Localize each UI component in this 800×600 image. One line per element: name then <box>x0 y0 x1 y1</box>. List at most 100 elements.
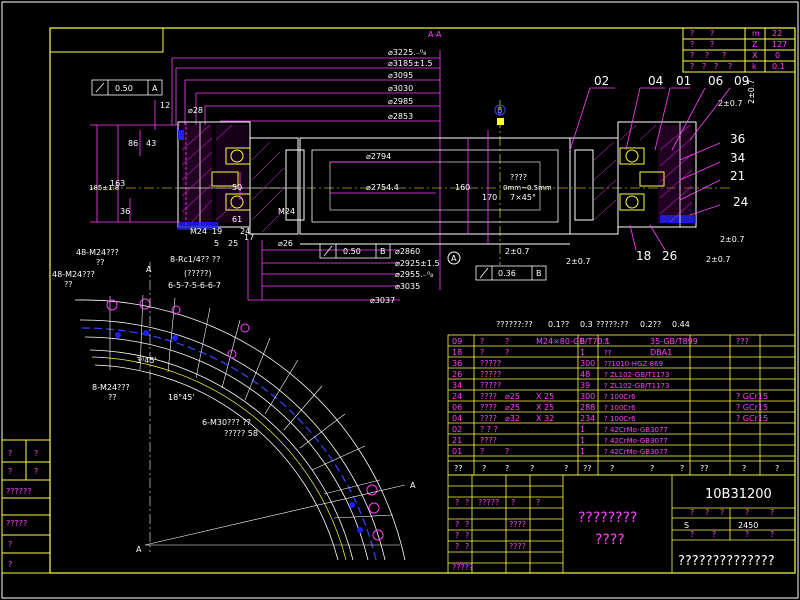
bom-h4: ? <box>564 464 568 473</box>
dim-12: 12 <box>160 101 170 110</box>
tl-0: ? <box>455 498 459 507</box>
bom-cell: ? GCr15 <box>736 414 768 423</box>
tech-p2a: ?????:?? <box>596 320 628 329</box>
callout-06: 06 <box>708 74 723 88</box>
bom-cell: 01 <box>452 447 462 456</box>
bom-h0: ?? <box>454 464 463 473</box>
right-dim-text: 2±0.7 2±0.7 2±0.7 2±0.7 2±0.7 <box>566 79 756 266</box>
gear-r2-a: ? <box>690 51 694 60</box>
callout-09: 09 <box>734 74 749 88</box>
bom-cell: DBA1 <box>650 348 672 357</box>
section-view: A-A ⌀3225.₋⁰₈ ⌀3185±1.5 ⌀3095 ⌀3030 ⌀298… <box>89 30 756 305</box>
plan-n30b: ????? 58 <box>224 429 258 438</box>
tol-top-value: 0.50 <box>115 84 133 93</box>
bom-cell: ? <box>505 348 509 357</box>
tr-a4: ? <box>770 508 774 517</box>
dim-50: 50 <box>232 183 242 192</box>
bom-cell: ???? <box>480 414 497 423</box>
bom-cell: 36 <box>452 359 462 368</box>
gear-r0-c: m <box>752 29 760 38</box>
plan-view: 48-M24??? ?? 48-M24??? ?? 8-Rc1/4?? ?? (… <box>52 248 416 561</box>
dim-163: 163 <box>110 179 125 188</box>
plan-m24b: ?? <box>108 393 117 402</box>
tl-13: ????? <box>452 563 473 572</box>
title-right: 10B31200 S 2450 ?????????????? <box>678 487 775 569</box>
bom-h3: ? <box>530 464 534 473</box>
rdim-d: 2±0.7 <box>706 255 731 264</box>
rdim-b: 2±0.7 <box>747 79 756 104</box>
bom-cell: ? <box>505 447 509 456</box>
bom-cell: ? ZL102-GB/T1173 <box>604 371 669 379</box>
hatch-left <box>181 124 285 233</box>
gear-r2-b: ? <box>705 51 709 60</box>
left-dim-lines <box>90 100 241 223</box>
gear-r3-a: ? <box>690 62 694 71</box>
bom-cell: 234 <box>580 414 595 423</box>
bom-h7: ? <box>650 464 654 473</box>
plan-pa: A <box>146 265 152 274</box>
left-side-strip <box>1 439 51 574</box>
bom-cell: 34 <box>452 381 462 390</box>
tr-a1: ? <box>705 508 709 517</box>
plan-n30: 6-M30??? ?? <box>202 418 251 427</box>
bom-cell: ??? <box>736 337 749 346</box>
bom-h9: ?? <box>700 464 709 473</box>
bom-h11: ? <box>775 464 779 473</box>
side-cell-2: ?????? <box>6 487 31 496</box>
bom-cell: ? 100Cr6 <box>604 415 636 423</box>
tl-2: ????? <box>478 498 499 507</box>
plan-m24: 8-M24??? <box>92 383 130 392</box>
weight-value: 2450 <box>738 521 758 530</box>
gear-r0-b: ? <box>710 29 714 38</box>
bom-cell: 39 <box>580 381 590 390</box>
dim-3185: ⌀3185±1.5 <box>388 59 433 68</box>
bom-h6: ? <box>610 464 614 473</box>
dim-m24b: M24 <box>278 207 295 216</box>
gear-r2-c: ? <box>722 51 726 60</box>
plan-angle1: 3⁰45' <box>136 356 157 365</box>
bom-cell: 300 <box>580 392 595 401</box>
bom-cell: ⌀32 <box>505 414 520 423</box>
drawing-number: 10B31200 <box>705 487 772 502</box>
gear-r3-b: ? <box>702 62 706 71</box>
bom-cell: ???? <box>480 436 497 445</box>
bom-cell: ? GCr15 <box>736 403 768 412</box>
gear-r3-d: ? <box>728 62 732 71</box>
title-center: ???????? ???? <box>578 510 637 548</box>
dim-28: ⌀28 <box>188 106 203 115</box>
bom-cell: ??1010-HGZ-869 <box>604 360 663 368</box>
plan-pitch-circle <box>91 356 347 561</box>
callout-leaders <box>569 87 731 251</box>
bom-cell: ? <box>480 447 484 456</box>
dim-2860: ⌀2860 <box>395 247 420 256</box>
bom-cell: ????? <box>480 370 501 379</box>
side-cell-4: ? <box>34 467 38 476</box>
left-ring-section <box>177 121 305 235</box>
bom-cell: X 25 <box>536 392 554 401</box>
bom-cell: 09 <box>452 337 462 346</box>
center-note-b: 0mm~0.5mm <box>503 184 552 192</box>
tol-low-datum: B <box>536 269 542 278</box>
tl-9: ? <box>455 542 459 551</box>
title-left-cells: ? ? ????? ? ? ? ? ? ? ? ? ???? ???? ????… <box>452 498 540 572</box>
title-sub: ???? <box>595 532 625 548</box>
section-label: A-A <box>428 30 442 39</box>
dim-3030: ⌀3030 <box>388 84 413 93</box>
callout-21: 21 <box>730 169 745 183</box>
plan-pb: A <box>136 545 142 554</box>
dim-2853: ⌀2853 <box>388 112 413 121</box>
tolerance-frame-mid: 0.50 B <box>319 243 391 259</box>
inner-dim-text: ⌀2794 ⌀2754.4 <box>366 152 399 192</box>
dim-5: 5 <box>214 239 219 248</box>
side-cell-0: ? <box>8 449 12 458</box>
bom-cell: 1 <box>580 447 585 456</box>
dim-2925: ⌀2925±1.5 <box>395 259 440 268</box>
center-dim-lines <box>467 130 489 244</box>
tl-12: ???? <box>509 542 526 551</box>
plan-hole1: 48-M24??? <box>76 248 119 257</box>
gear-r1-c: Z <box>752 40 758 49</box>
tolerance-frame-low: 0.36 B <box>475 265 547 281</box>
tl-6: ? <box>465 520 469 529</box>
bom-grid <box>447 334 796 476</box>
